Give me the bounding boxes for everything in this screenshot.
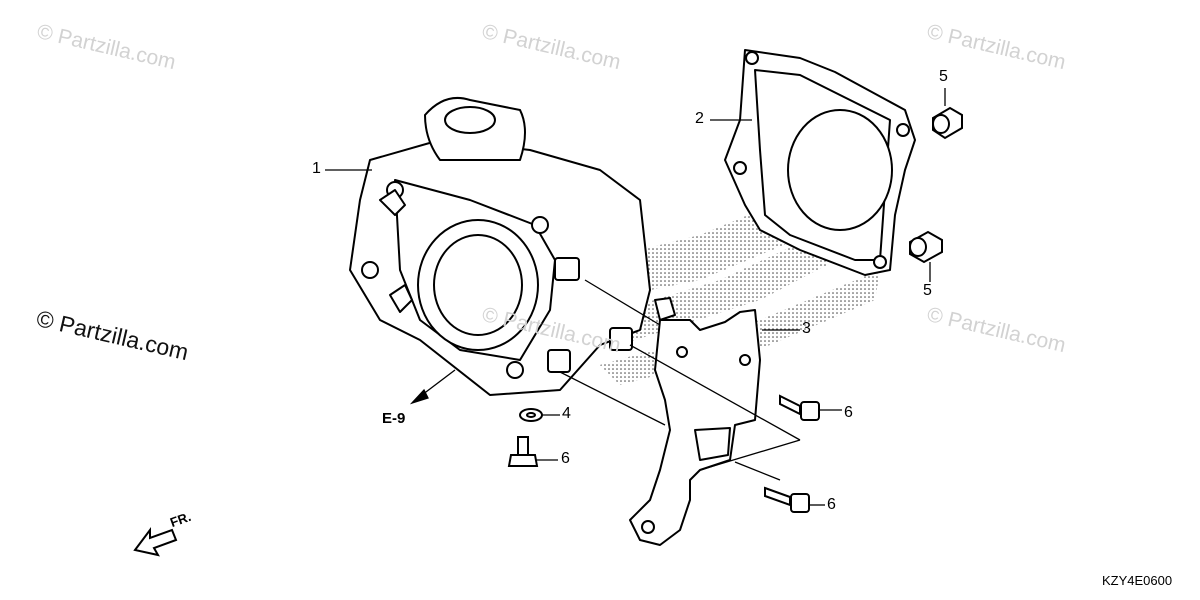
reference-label: E-9	[382, 410, 406, 427]
cylinder-block	[349, 96, 651, 396]
callout-2: 2	[695, 110, 704, 127]
dowel-pin-bottom	[909, 230, 943, 264]
mounting-bracket	[629, 297, 761, 546]
callout-4: 4	[562, 405, 571, 422]
washer	[519, 408, 543, 422]
diagram-code: KZY4E0600	[1102, 573, 1173, 588]
callout-6-lower-right: 6	[827, 496, 836, 513]
callout-5-top: 5	[939, 68, 948, 85]
bolt-upper-right	[779, 394, 820, 421]
callout-6-upper-right: 6	[844, 404, 853, 421]
front-direction-arrow	[133, 527, 178, 557]
cylinder-gasket	[724, 49, 916, 276]
callout-6-left: 6	[561, 450, 570, 467]
bolt-lower-right	[764, 486, 810, 513]
bolt-left	[507, 436, 539, 467]
reference-arrow	[409, 369, 456, 405]
dowel-pin-top	[932, 106, 963, 140]
callout-1: 1	[312, 160, 321, 177]
leader-lines	[325, 88, 946, 506]
callout-5-bottom: 5	[923, 282, 932, 299]
callout-3: 3	[802, 320, 811, 337]
